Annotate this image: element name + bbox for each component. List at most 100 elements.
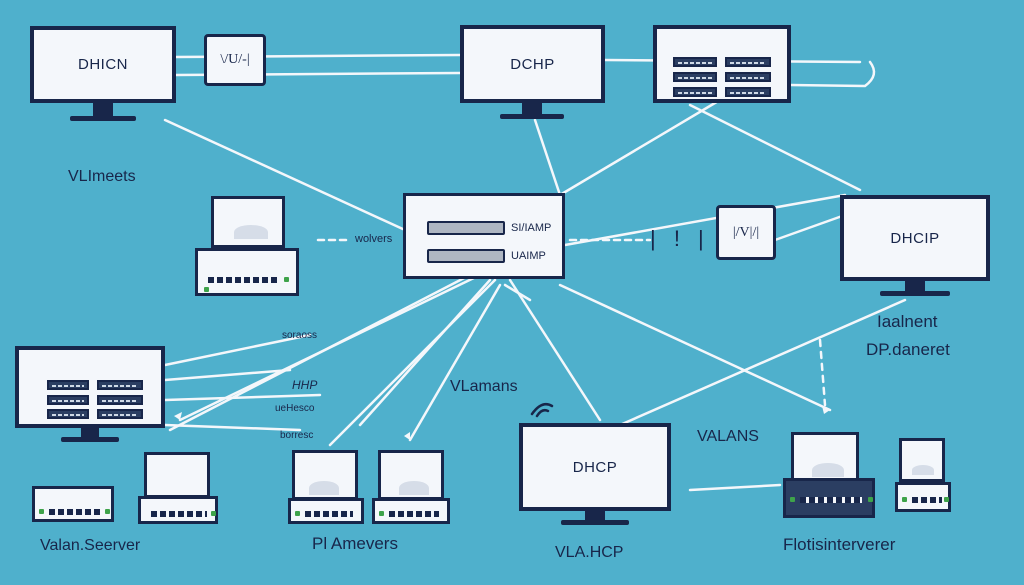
wifi-icon xyxy=(530,403,554,418)
wire-bottom-right xyxy=(688,483,782,492)
laptop-base xyxy=(783,478,875,518)
slot-label-2: UAIMP xyxy=(511,250,546,262)
port-row xyxy=(208,277,278,283)
wire-left-3 xyxy=(163,393,322,402)
rack-unit xyxy=(47,380,89,390)
vlan-tag-text: |/V|/| xyxy=(732,224,760,240)
label-valan-server: Valan.Seerver xyxy=(40,537,141,554)
rack-unit xyxy=(725,72,771,82)
laptop-base xyxy=(288,498,364,524)
status-led xyxy=(790,497,795,502)
cloud-graphic xyxy=(912,465,934,475)
status-led xyxy=(204,287,209,292)
laptop-bottom-left[interactable] xyxy=(138,452,218,524)
cloud-graphic xyxy=(812,463,844,477)
wire-hub-e xyxy=(408,283,502,442)
rack-unit xyxy=(725,87,771,97)
status-led xyxy=(211,511,216,516)
port-row xyxy=(151,511,207,517)
wire-rack-left xyxy=(558,98,722,197)
status-led xyxy=(379,511,384,516)
monitor-stand xyxy=(522,103,542,115)
label-vlamans: VLamans xyxy=(450,378,518,395)
server-rack-left[interactable] xyxy=(15,346,165,448)
wire-hub-d xyxy=(328,278,497,447)
switch-frame xyxy=(403,193,565,279)
port-row xyxy=(389,511,439,517)
wire-tm-down xyxy=(533,118,562,197)
wire-hub-right xyxy=(773,213,847,242)
wire-rack-right xyxy=(688,103,862,192)
laptop-screen xyxy=(292,450,358,500)
router-body xyxy=(195,248,299,296)
status-led xyxy=(868,497,873,502)
switch-slot xyxy=(427,249,505,263)
laptop-center-right[interactable] xyxy=(372,450,450,524)
central-switch[interactable]: SI/IAMP UAIMP xyxy=(403,193,565,279)
monitor-base xyxy=(880,291,950,296)
status-led xyxy=(105,509,110,514)
label-small-4: borresc xyxy=(280,430,314,441)
label-flotisinterverer: Flotisinterverer xyxy=(783,535,896,554)
vlan-tag-top: \/U/-| xyxy=(204,34,266,86)
status-led xyxy=(944,497,949,502)
device-base xyxy=(895,482,951,512)
monitor-right[interactable]: DHCIP xyxy=(840,195,990,305)
cloud-graphic xyxy=(309,481,339,495)
monitor-stand xyxy=(93,103,113,117)
monitor-screen: DCHP xyxy=(460,25,605,103)
rack-unit xyxy=(673,72,717,82)
wire-hub-h xyxy=(558,283,832,412)
monitor-base xyxy=(500,114,564,119)
slot-label-1: SI/IAMP xyxy=(511,222,552,234)
label-small-2: HHP xyxy=(292,378,318,392)
cloud-graphic xyxy=(234,225,268,239)
label-laalnent: Iaalnent xyxy=(877,312,938,331)
label-dpdaneret: DP.daneret xyxy=(866,340,950,359)
rack-unit xyxy=(725,57,771,67)
monitor-bottom-center[interactable]: DHCP xyxy=(519,423,671,535)
monitor-stand xyxy=(905,281,925,291)
laptop-left[interactable] xyxy=(195,196,299,300)
laptop-screen xyxy=(791,432,859,482)
label-vlimeets: VLImeets xyxy=(68,168,136,185)
monitor-screen: DHCP xyxy=(519,423,671,511)
rack-unit xyxy=(97,380,143,390)
laptop-bottom-right[interactable] xyxy=(783,432,875,518)
wire-left-1 xyxy=(163,333,312,367)
vlan-tag-text: \/U/-| xyxy=(220,52,250,67)
port-row xyxy=(800,497,862,503)
status-led xyxy=(284,277,289,282)
laptop-screen xyxy=(144,452,210,498)
vlan-tag-right: |/V|/| xyxy=(716,205,776,260)
monitor-base xyxy=(61,437,119,442)
device-far-right[interactable] xyxy=(895,438,951,514)
monitor-label: DHCIP xyxy=(890,229,940,247)
device-screen xyxy=(899,438,945,482)
status-led xyxy=(295,511,300,516)
monitor-stand xyxy=(81,428,99,438)
monitor-top-middle[interactable]: DCHP xyxy=(460,25,605,125)
monitor-base xyxy=(70,116,136,121)
laptop-base xyxy=(372,498,450,524)
label-small-3: ueHesco xyxy=(275,403,315,414)
monitor-screen: DHCIP xyxy=(840,195,990,281)
rack-unit xyxy=(673,57,717,67)
laptop-center-left[interactable] xyxy=(288,450,364,524)
server-rack-top-right[interactable] xyxy=(653,25,791,103)
laptop-base xyxy=(138,496,218,524)
wire-right-mon xyxy=(563,193,847,247)
switch-slot xyxy=(427,221,505,235)
switch-bottom-left[interactable] xyxy=(32,486,114,522)
rack-unit xyxy=(97,409,143,419)
rack-unit xyxy=(47,395,89,405)
label-wolvers: wolvers xyxy=(355,233,393,245)
wire-left-4 xyxy=(163,423,302,432)
rack-unit xyxy=(97,395,143,405)
label-valans: VALANS xyxy=(697,428,759,445)
monitor-top-left[interactable]: DHICN xyxy=(30,26,176,126)
wire-tl-hub xyxy=(163,118,407,232)
label-small-1: soraoss xyxy=(282,330,318,341)
monitor-label: DHICN xyxy=(78,56,128,73)
